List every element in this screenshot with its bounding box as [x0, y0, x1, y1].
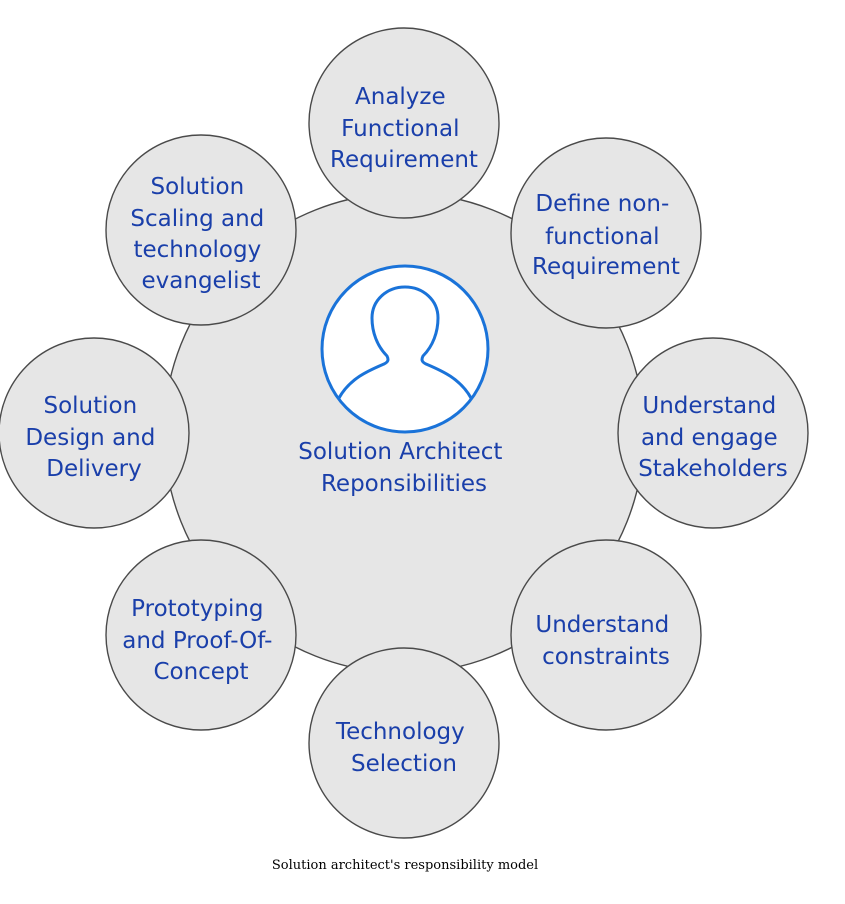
- node-understand-engage-stakeholders: Understand and engage Stakeholders: [617, 337, 809, 529]
- svg-text:Technology Selection: Technology Selection: [335, 719, 472, 777]
- node-label-line: Solution: [43, 393, 137, 419]
- node-solution-scaling-evangelist: Solution Scaling and technology evangeli…: [105, 134, 297, 326]
- center-label-line: Reponsibilities: [321, 471, 487, 497]
- node-label-line: Requirement: [330, 147, 478, 173]
- center-label: Solution Architect Reponsibilities: [298, 439, 509, 497]
- node-label-line: Stakeholders: [638, 456, 788, 482]
- figure-caption: Solution architect's responsibility mode…: [271, 858, 539, 873]
- node-understand-constraints: Understand constraints: [510, 539, 702, 731]
- svg-text:Solution Design and: Solution Design and Delivery: [25, 393, 162, 482]
- svg-text:Prototyping and Proof-Of: Prototyping and Proof-Of- Concept: [122, 596, 279, 685]
- center-label-line: Solution Architect: [298, 439, 502, 465]
- node-technology-selection: Technology Selection: [308, 647, 500, 839]
- node-label-line: Design and: [25, 425, 155, 451]
- node-define-non-functional-requirement: Define non- functional Requirement: [510, 137, 702, 329]
- node-solution-design-delivery: Solution Design and Delivery: [0, 337, 190, 529]
- person-avatar-icon: [320, 264, 490, 434]
- svg-text:Analyze Functional: Analyze Functional Requirement: [330, 84, 478, 173]
- node-label-line: technology: [133, 237, 261, 263]
- node-label-line: Understand: [535, 612, 669, 638]
- node-label-line: Delivery: [46, 456, 141, 482]
- node-label-line: Concept: [153, 659, 248, 685]
- node-label-line: Requirement: [532, 254, 680, 280]
- node-label-line: and Proof-Of-: [122, 628, 272, 654]
- node-label-line: constraints: [542, 644, 670, 670]
- node-label-line: functional: [545, 224, 659, 250]
- node-label-line: Functional: [341, 116, 459, 142]
- node-label-line: evangelist: [142, 268, 261, 294]
- node-label-line: Solution: [150, 174, 244, 200]
- node-label-line: Selection: [351, 751, 457, 777]
- node-label-line: Scaling and: [130, 206, 264, 232]
- node-label-line: and engage: [641, 425, 778, 451]
- node-label-line: Define non-: [535, 191, 669, 217]
- node-label-line: Prototyping: [131, 596, 263, 622]
- node-analyze-functional-requirement: Analyze Functional Requirement: [308, 27, 500, 219]
- svg-text:Understand constraints: Understand constraints: [535, 612, 676, 670]
- node-label-line: Analyze: [355, 84, 446, 110]
- svg-text:Solution Scaling and: Solution Scaling and technology evangeli…: [130, 174, 271, 294]
- node-prototyping-proof-of-concept: Prototyping and Proof-Of- Concept: [105, 539, 297, 731]
- svg-text:Understand and engage: Understand and engage Stakeholders: [638, 393, 788, 482]
- node-label-line: Technology: [335, 719, 465, 745]
- responsibility-diagram: Solution Architect Reponsibilities Analy…: [0, 27, 809, 839]
- svg-text:Define non- functional: Define non- functional Requirement: [532, 191, 680, 280]
- node-label-line: Understand: [642, 393, 776, 419]
